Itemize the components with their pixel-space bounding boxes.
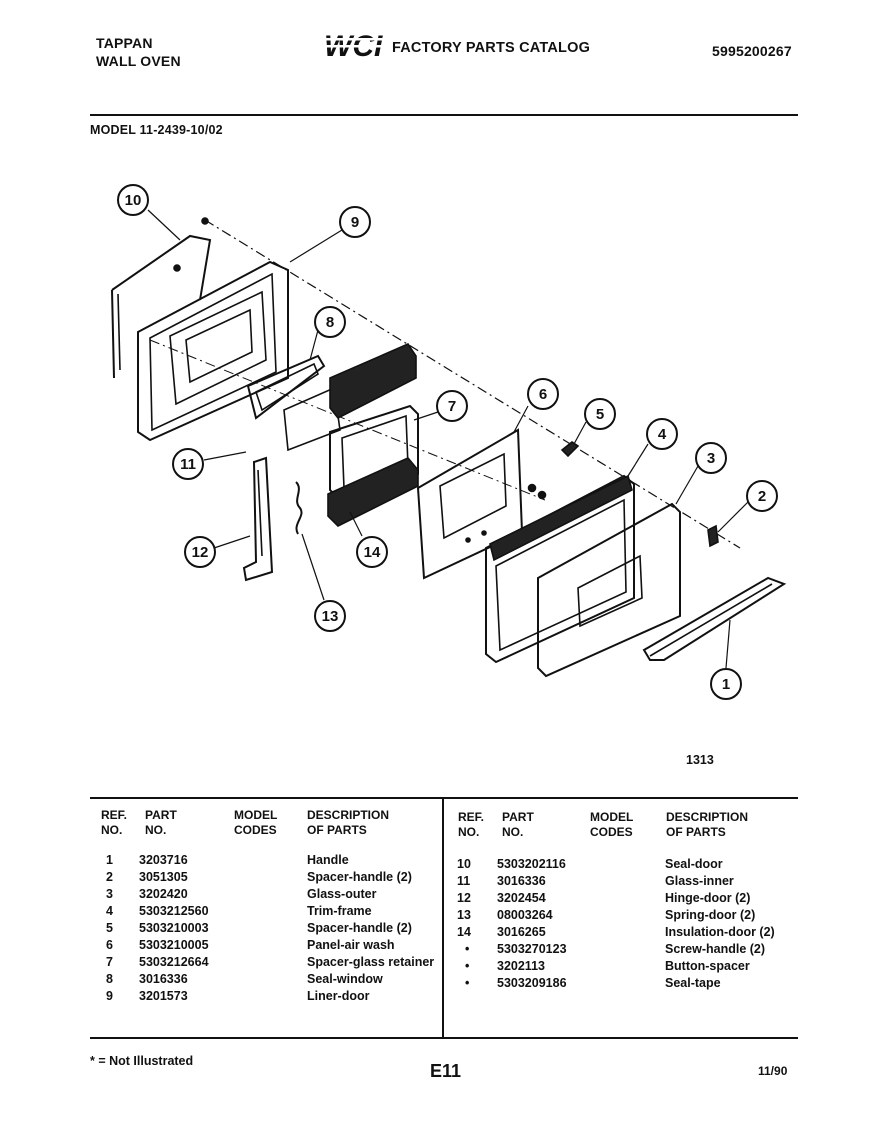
table-divider xyxy=(442,797,444,1037)
svg-text:4: 4 xyxy=(658,426,667,443)
callout-5: 5 xyxy=(584,398,616,430)
part-liner-door xyxy=(137,260,289,442)
header-ref-right: REF.NO. xyxy=(458,810,485,839)
callout-10: 10 xyxy=(117,184,149,216)
callout-12: 12 xyxy=(184,536,216,568)
brand-name: TAPPAN xyxy=(96,35,153,51)
screw xyxy=(173,264,181,272)
callout-8: 8 xyxy=(314,306,346,338)
callout-11: 11 xyxy=(172,448,204,480)
page-code: E11 xyxy=(430,1061,462,1081)
svg-text:14: 14 xyxy=(364,544,381,561)
svg-text:2: 2 xyxy=(758,488,766,505)
callout-14: 14 xyxy=(356,536,388,568)
part-insulation-door xyxy=(329,342,417,420)
table-bottom-rule xyxy=(90,1037,798,1039)
svg-text:7: 7 xyxy=(448,398,456,415)
model-number: MODEL 11-2439-10/02 xyxy=(90,123,223,137)
part-seal-door xyxy=(111,234,212,379)
footnote: * = Not Illustrated xyxy=(90,1054,194,1068)
svg-text:10: 10 xyxy=(125,192,142,209)
part-spacer-handle xyxy=(560,441,580,458)
header-ref: REF.NO. xyxy=(101,808,128,837)
callout-7: 7 xyxy=(436,390,468,422)
svg-text:13: 13 xyxy=(322,608,339,625)
catalog-title: FACTORY PARTS CATALOG xyxy=(392,40,591,56)
svg-text:5: 5 xyxy=(596,406,604,423)
svg-text:8: 8 xyxy=(326,314,334,331)
wci-logo: WCI xyxy=(322,28,386,63)
part-hinge-door xyxy=(242,456,274,582)
callout-4: 4 xyxy=(646,418,678,450)
catalog-number: 5995200267 xyxy=(712,43,792,59)
svg-text:3: 3 xyxy=(707,450,715,467)
figure-number: 1313 xyxy=(686,753,714,767)
part-glass-inner xyxy=(283,386,341,452)
part-handle xyxy=(642,576,787,661)
part-glass-outer xyxy=(537,502,681,678)
part-trim-frame xyxy=(485,474,635,664)
screw xyxy=(201,217,209,225)
assembly-axis-lower xyxy=(149,339,546,501)
issue-date: 11/90 xyxy=(758,1064,788,1078)
table-top-rule xyxy=(90,797,798,799)
callout-6: 6 xyxy=(527,378,559,410)
callout-group: 10 9 8 7 6 5 4 3 2 1 11 12 13 14 xyxy=(117,184,778,700)
callout-2: 2 xyxy=(746,480,778,512)
part-panel-air-wash xyxy=(416,428,524,580)
product-type: WALL OVEN xyxy=(96,53,181,69)
callout-13: 13 xyxy=(314,600,346,632)
part-seal-window xyxy=(246,354,326,420)
svg-text:6: 6 xyxy=(539,386,547,403)
assembly-axis xyxy=(204,219,741,549)
svg-text:9: 9 xyxy=(351,214,359,231)
part-insulation-lower xyxy=(327,457,419,527)
callout-9: 9 xyxy=(339,206,371,238)
callout-1: 1 xyxy=(710,668,742,700)
header-rule xyxy=(90,114,798,116)
part-spring-door xyxy=(295,481,303,535)
svg-text:1: 1 xyxy=(722,676,730,693)
svg-text:11: 11 xyxy=(180,456,196,473)
callout-3: 3 xyxy=(695,442,727,474)
svg-text:12: 12 xyxy=(192,544,209,561)
part-spacer-handle-2 xyxy=(707,524,719,548)
